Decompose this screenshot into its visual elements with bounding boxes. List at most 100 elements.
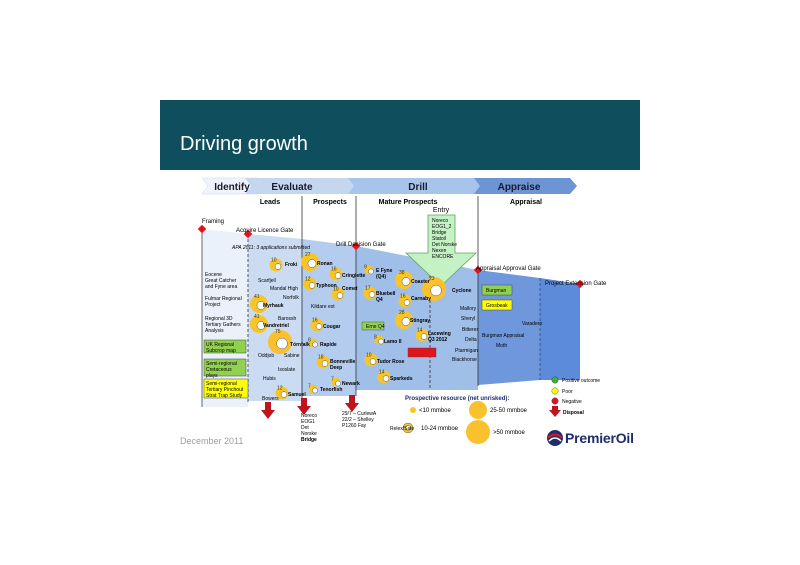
disposal-arrow bbox=[345, 395, 359, 412]
item-label: Cringlette bbox=[342, 273, 366, 279]
gate-framing: Framing bbox=[197, 219, 224, 234]
item-label: Vandretriel bbox=[263, 323, 289, 329]
bubble-marker bbox=[256, 301, 266, 310]
bubble-marker bbox=[312, 341, 318, 348]
column-leads: Leads bbox=[260, 199, 280, 206]
resource-value: 9 bbox=[364, 265, 367, 271]
resource-value: 10 bbox=[271, 258, 277, 264]
item-label: Scarfjell bbox=[258, 278, 276, 284]
entry-item: Statoil bbox=[432, 236, 446, 242]
bubble-marker bbox=[256, 321, 266, 330]
legend-sizes: Prospective resource (net unrisked): <10… bbox=[390, 396, 528, 444]
stage-evaluate: Evaluate bbox=[271, 182, 313, 193]
bubble-marker bbox=[315, 323, 323, 330]
resource-value: 16 bbox=[400, 294, 406, 300]
footer-date: December 2011 bbox=[180, 436, 244, 446]
legend-outcome-label: Disposal bbox=[563, 410, 584, 416]
item-label: Carnaby bbox=[411, 296, 431, 302]
item-label: Cyclone bbox=[452, 288, 472, 294]
item-label: Blackhorse bbox=[452, 357, 477, 363]
funnel-band-leads bbox=[248, 234, 302, 401]
item-label: Ptarmigan bbox=[455, 348, 478, 354]
item-label: Bitterer bbox=[462, 327, 478, 333]
item-label: Sparkeds bbox=[390, 376, 413, 382]
item-label: Tórnfalk bbox=[290, 342, 310, 348]
bubble-marker bbox=[369, 358, 377, 365]
resource-value: 18 bbox=[318, 355, 324, 361]
item-label: Rapide bbox=[320, 342, 337, 348]
resource-value: 8 bbox=[374, 335, 377, 341]
item-label: Grosbeak bbox=[486, 303, 508, 309]
legend-outcome-label: Positive outcome bbox=[562, 378, 600, 384]
page-title: Driving growth bbox=[180, 133, 308, 155]
resource-value: 75 bbox=[275, 329, 281, 335]
disposal-arrow bbox=[261, 402, 275, 419]
item-label: Oddjob bbox=[258, 353, 274, 359]
resource-bubbles: 1041417512271216101681877938231716281481… bbox=[250, 252, 446, 400]
logo-icon bbox=[547, 430, 563, 446]
item-label: Norfolk bbox=[283, 295, 299, 301]
svg-text:Drill Decision Gate: Drill Decision Gate bbox=[336, 242, 386, 248]
bubble-marker bbox=[321, 360, 329, 367]
resource-value: 41 bbox=[254, 294, 260, 300]
gate-acquire-licence: Acquire Licence Gate bbox=[236, 228, 294, 239]
resource-value: 28 bbox=[399, 310, 405, 316]
item-label: Myrhauk bbox=[263, 303, 284, 309]
disposal-note: P1260 Fay bbox=[342, 423, 367, 429]
item-label: Kildare ext bbox=[311, 304, 335, 310]
item-label: Bowers bbox=[262, 396, 279, 402]
gate-project-extension: Project Extension Gate bbox=[545, 279, 607, 289]
legend-size-label: <10 mmboe bbox=[419, 408, 452, 414]
item-label: Lamo II bbox=[384, 339, 402, 345]
funnel-band-mature bbox=[356, 246, 478, 390]
svg-text:Framing: Framing bbox=[202, 219, 224, 225]
resource-value: 16 bbox=[312, 318, 318, 324]
legend-title: Prospective resource (net unrisked): bbox=[405, 396, 509, 402]
left-box-yellow bbox=[203, 378, 249, 399]
header-bar: Driving growth bbox=[160, 100, 640, 170]
bubble-marker bbox=[335, 380, 341, 387]
svg-text:Appraisal Approval Gate: Appraisal Approval Gate bbox=[476, 266, 541, 272]
gate-appraisal-approval: Appraisal Approval Gate bbox=[473, 265, 541, 275]
item-label: Mandal High bbox=[270, 286, 298, 292]
resource-value: 7 bbox=[308, 384, 311, 390]
legend-outcome-label: Poor bbox=[562, 389, 573, 395]
entry-item: EOG1_2 bbox=[432, 224, 452, 230]
disposal-note: EOG1 bbox=[301, 419, 315, 425]
legend-size-label: 10-24 mmboe bbox=[421, 426, 459, 432]
chevron-evaluate bbox=[245, 178, 358, 194]
resource-value: 10 bbox=[366, 353, 372, 359]
legend-size-label: >50 mmboe bbox=[493, 430, 526, 436]
column-mature-prospects: Mature Prospects bbox=[379, 199, 438, 206]
bubble-marker bbox=[368, 268, 374, 275]
grosbeak-box bbox=[481, 299, 513, 311]
item-label: Burgman Appraisal bbox=[482, 333, 524, 339]
item-label: E Fyne(Q4) bbox=[376, 268, 393, 280]
item-label: Sheryl bbox=[461, 316, 475, 322]
bubble-marker bbox=[334, 272, 342, 279]
bubble-marker bbox=[368, 291, 376, 298]
logo-text: PremierOil bbox=[565, 430, 634, 446]
entry-item: Noreco bbox=[432, 218, 448, 224]
disposal-note: Det bbox=[301, 425, 309, 431]
resource-value: 12 bbox=[277, 386, 283, 392]
column-appraisal: Appraisal bbox=[510, 199, 542, 206]
item-label: Samuel bbox=[288, 392, 306, 398]
item-label: Ronan bbox=[317, 261, 333, 267]
item-label: Burgman bbox=[486, 288, 507, 294]
item-label: Barossh bbox=[278, 316, 297, 322]
erne-box bbox=[361, 321, 385, 331]
item-label: Varadero bbox=[522, 321, 542, 327]
resource-value: 14 bbox=[417, 328, 423, 334]
legend-outcome-label: Negative bbox=[562, 399, 582, 405]
funnel-band-prospects bbox=[302, 239, 356, 396]
resource-value: 23 bbox=[429, 276, 435, 282]
svg-text:Project Extension Gate: Project Extension Gate bbox=[545, 281, 607, 287]
disposal-note: Bridge bbox=[301, 437, 317, 443]
item-label: Comet bbox=[342, 286, 358, 292]
